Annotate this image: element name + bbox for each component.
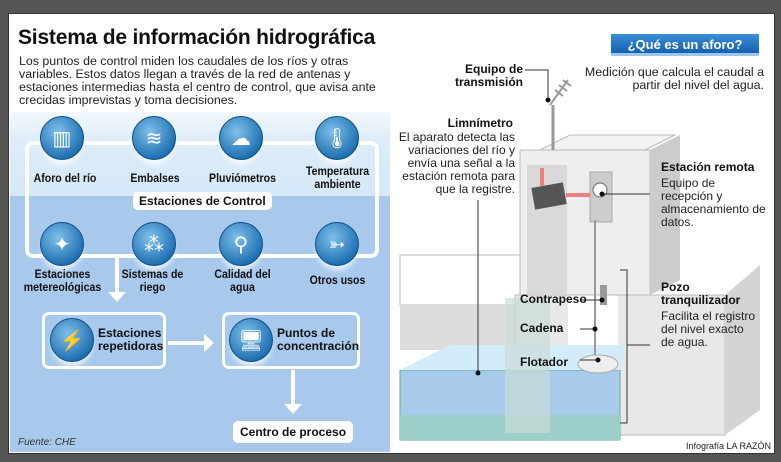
rain-cloud-icon: ☁ xyxy=(219,116,263,160)
station-label: Sistemas de riego xyxy=(121,267,184,294)
thermometer-icon: 🌡 xyxy=(315,116,359,160)
repeaters-box xyxy=(42,312,166,369)
transmission-label: Equipo de transmisión xyxy=(454,62,523,89)
station-label: Temperatura ambiente xyxy=(305,164,370,191)
flow-arrow-head xyxy=(108,292,126,302)
flow-arrow-head xyxy=(284,404,302,414)
concentration-box xyxy=(222,312,360,369)
float-label: Flotador xyxy=(520,355,568,369)
process-center-label: Centro de proceso xyxy=(233,421,354,443)
station-label: Aforo del río xyxy=(33,171,97,185)
remote-station-title: Estación remota xyxy=(661,160,755,174)
well-wall xyxy=(505,298,550,433)
aforo-definition: Medición que calcula el caudal a partir … xyxy=(584,65,764,92)
flow-arrow-head xyxy=(204,334,214,352)
antenna-icon xyxy=(549,79,572,106)
limnimeter-text: El aparato detecta las variaciones del r… xyxy=(398,130,515,196)
station-label: Pluviómetros xyxy=(209,171,276,185)
gauging-station-illustration xyxy=(399,69,760,441)
water-tap-icon: ⚲ xyxy=(219,222,263,266)
chain-label: Cadena xyxy=(520,321,564,335)
station-label: Estaciones metereológicas xyxy=(23,267,102,294)
flow-arrow-line xyxy=(115,258,119,294)
page-title: Sistema de información hidrográfica xyxy=(18,26,376,49)
remote-station-cabinet xyxy=(519,134,680,296)
intro-text: Los puntos de control miden los caudales… xyxy=(19,54,376,107)
control-stations-label: Estaciones de Control xyxy=(133,192,272,210)
river-gauge-icon: ▥ xyxy=(40,116,84,160)
counterweight-label: Contrapeso xyxy=(520,292,587,306)
flow-arrow-line xyxy=(168,341,204,345)
weather-vane-icon: ✦ xyxy=(40,222,84,266)
concentration-label: Puntos de concentración xyxy=(277,326,360,353)
sprinkler-icon: ⁂ xyxy=(132,222,176,266)
computer-icon: 🖥 xyxy=(229,318,273,362)
what-is-aforo-button[interactable]: ¿Qué es un aforo? xyxy=(611,34,759,56)
counterweight xyxy=(600,285,607,305)
credit: Infografía LA RAZÓN xyxy=(686,441,772,451)
remote-station-text: Equipo de recepción y almacenamiento de … xyxy=(661,176,766,229)
antenna-tower-icon: ⚡ xyxy=(50,318,94,362)
station-label: Calidad del agua xyxy=(214,267,271,294)
station-label: Embalses xyxy=(130,171,180,185)
source-note: Fuente: CHE xyxy=(18,437,76,448)
well-side xyxy=(725,265,760,435)
fish-pylon-icon: ➳ xyxy=(315,222,359,266)
dam-icon: ≋ xyxy=(132,116,176,160)
well-title: Pozo tranquilizador xyxy=(661,280,741,307)
well-text: Facilita el registro del nivel exacto de… xyxy=(661,309,756,349)
limnimeter-title: Limnímetro xyxy=(447,116,513,130)
control-stations-loop xyxy=(25,141,379,258)
repeaters-label: Estaciones repetidoras xyxy=(98,326,164,353)
flow-arrow-line xyxy=(291,370,295,406)
control-network-background xyxy=(10,112,390,452)
station-label: Otros usos xyxy=(309,273,366,287)
river-bank xyxy=(399,254,521,350)
